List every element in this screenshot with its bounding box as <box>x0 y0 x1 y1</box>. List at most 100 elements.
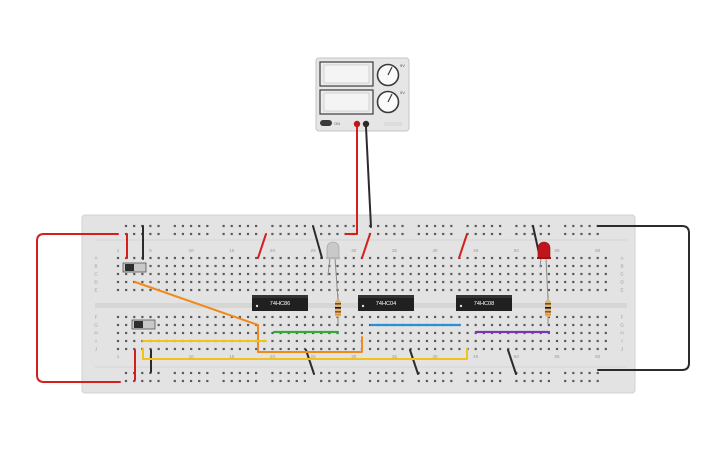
terminal-hole[interactable] <box>442 339 445 343</box>
rail-hole[interactable] <box>442 224 445 228</box>
terminal-hole[interactable] <box>458 272 461 276</box>
wires[interactable] <box>36 126 690 383</box>
terminal-hole[interactable] <box>133 331 136 335</box>
rail-hole[interactable] <box>385 371 388 375</box>
terminal-hole[interactable] <box>328 272 331 276</box>
terminal-hole[interactable] <box>116 280 120 284</box>
rail-hole[interactable] <box>133 232 136 236</box>
terminal-hole[interactable] <box>165 347 168 351</box>
rail-hole[interactable] <box>425 379 429 383</box>
terminal-hole[interactable] <box>507 339 510 343</box>
terminal-hole[interactable] <box>425 288 429 292</box>
rail-hole[interactable] <box>442 232 445 236</box>
terminal-hole[interactable] <box>287 288 290 292</box>
terminal-hole[interactable] <box>466 339 469 343</box>
terminal-hole[interactable] <box>287 315 290 319</box>
terminal-hole[interactable] <box>385 256 388 260</box>
rail-hole[interactable] <box>287 379 290 383</box>
terminal-hole[interactable] <box>149 280 152 284</box>
terminal-hole[interactable] <box>604 347 607 351</box>
terminal-hole[interactable] <box>173 288 177 292</box>
terminal-hole[interactable] <box>596 323 599 327</box>
terminal-hole[interactable] <box>474 280 477 284</box>
terminal-hole[interactable] <box>255 272 258 276</box>
terminal-hole[interactable] <box>385 264 388 268</box>
terminal-hole[interactable] <box>190 264 193 268</box>
terminal-hole[interactable] <box>393 331 396 335</box>
rail-hole[interactable] <box>328 224 331 228</box>
terminal-hole[interactable] <box>433 315 437 319</box>
terminal-hole[interactable] <box>572 288 575 292</box>
terminal-hole[interactable] <box>116 339 120 343</box>
terminal-hole[interactable] <box>206 347 209 351</box>
terminal-hole[interactable] <box>271 323 274 327</box>
terminal-hole[interactable] <box>214 256 217 260</box>
terminal-hole[interactable] <box>515 256 518 260</box>
terminal-hole[interactable] <box>580 272 583 276</box>
terminal-hole[interactable] <box>230 256 233 260</box>
terminal-hole[interactable] <box>255 347 258 351</box>
terminal-hole[interactable] <box>482 280 485 284</box>
rail-hole[interactable] <box>206 224 209 228</box>
rail-hole[interactable] <box>255 371 258 375</box>
terminal-hole[interactable] <box>474 288 477 292</box>
terminal-hole[interactable] <box>263 280 266 284</box>
rail-hole[interactable] <box>499 371 502 375</box>
terminal-hole[interactable] <box>466 331 469 335</box>
terminal-hole[interactable] <box>564 256 567 260</box>
terminal-hole[interactable] <box>433 280 437 284</box>
terminal-hole[interactable] <box>604 323 607 327</box>
terminal-hole[interactable] <box>523 272 526 276</box>
terminal-hole[interactable] <box>401 315 404 319</box>
rail-hole[interactable] <box>303 224 307 228</box>
terminal-hole[interactable] <box>279 256 282 260</box>
terminal-hole[interactable] <box>246 288 250 292</box>
rail-hole[interactable] <box>279 224 282 228</box>
rail-hole[interactable] <box>352 224 355 228</box>
rail-hole[interactable] <box>157 232 160 236</box>
terminal-hole[interactable] <box>588 288 591 292</box>
rail-hole[interactable] <box>425 232 429 236</box>
terminal-hole[interactable] <box>352 272 355 276</box>
terminal-hole[interactable] <box>588 347 591 351</box>
terminal-hole[interactable] <box>564 288 567 292</box>
terminal-hole[interactable] <box>190 288 193 292</box>
rail-hole[interactable] <box>238 379 241 383</box>
left-power-loop-wire[interactable] <box>36 233 121 383</box>
terminal-hole[interactable] <box>157 264 160 268</box>
rail-hole[interactable] <box>377 232 380 236</box>
terminal-hole[interactable] <box>442 288 445 292</box>
rail-hole[interactable] <box>466 224 469 228</box>
terminal-hole[interactable] <box>482 323 485 327</box>
rail-hole[interactable] <box>279 379 282 383</box>
terminal-hole[interactable] <box>515 347 518 351</box>
rail-hole[interactable] <box>238 232 241 236</box>
terminal-hole[interactable] <box>425 256 429 260</box>
terminal-hole[interactable] <box>263 256 266 260</box>
terminal-hole[interactable] <box>442 315 445 319</box>
terminal-hole[interactable] <box>588 315 591 319</box>
rail-hole[interactable] <box>230 224 233 228</box>
rail-hole[interactable] <box>433 232 437 236</box>
terminal-hole[interactable] <box>125 272 128 276</box>
terminal-hole[interactable] <box>417 280 420 284</box>
rail-hole[interactable] <box>181 379 185 383</box>
rail-hole[interactable] <box>580 224 583 228</box>
terminal-hole[interactable] <box>466 288 469 292</box>
terminal-hole[interactable] <box>165 264 168 268</box>
terminal-hole[interactable] <box>190 315 193 319</box>
terminal-hole[interactable] <box>442 264 445 268</box>
terminal-hole[interactable] <box>287 339 290 343</box>
terminal-hole[interactable] <box>368 339 372 343</box>
terminal-hole[interactable] <box>336 339 339 343</box>
rail-hole[interactable] <box>547 379 551 383</box>
terminal-hole[interactable] <box>507 272 510 276</box>
terminal-hole[interactable] <box>401 256 404 260</box>
right-ground-loop-wire[interactable] <box>597 225 690 371</box>
terminal-hole[interactable] <box>555 288 559 292</box>
terminal-hole[interactable] <box>458 280 461 284</box>
terminal-hole[interactable] <box>580 256 583 260</box>
terminal-hole[interactable] <box>279 315 282 319</box>
terminal-hole[interactable] <box>206 272 209 276</box>
terminal-hole[interactable] <box>198 264 201 268</box>
